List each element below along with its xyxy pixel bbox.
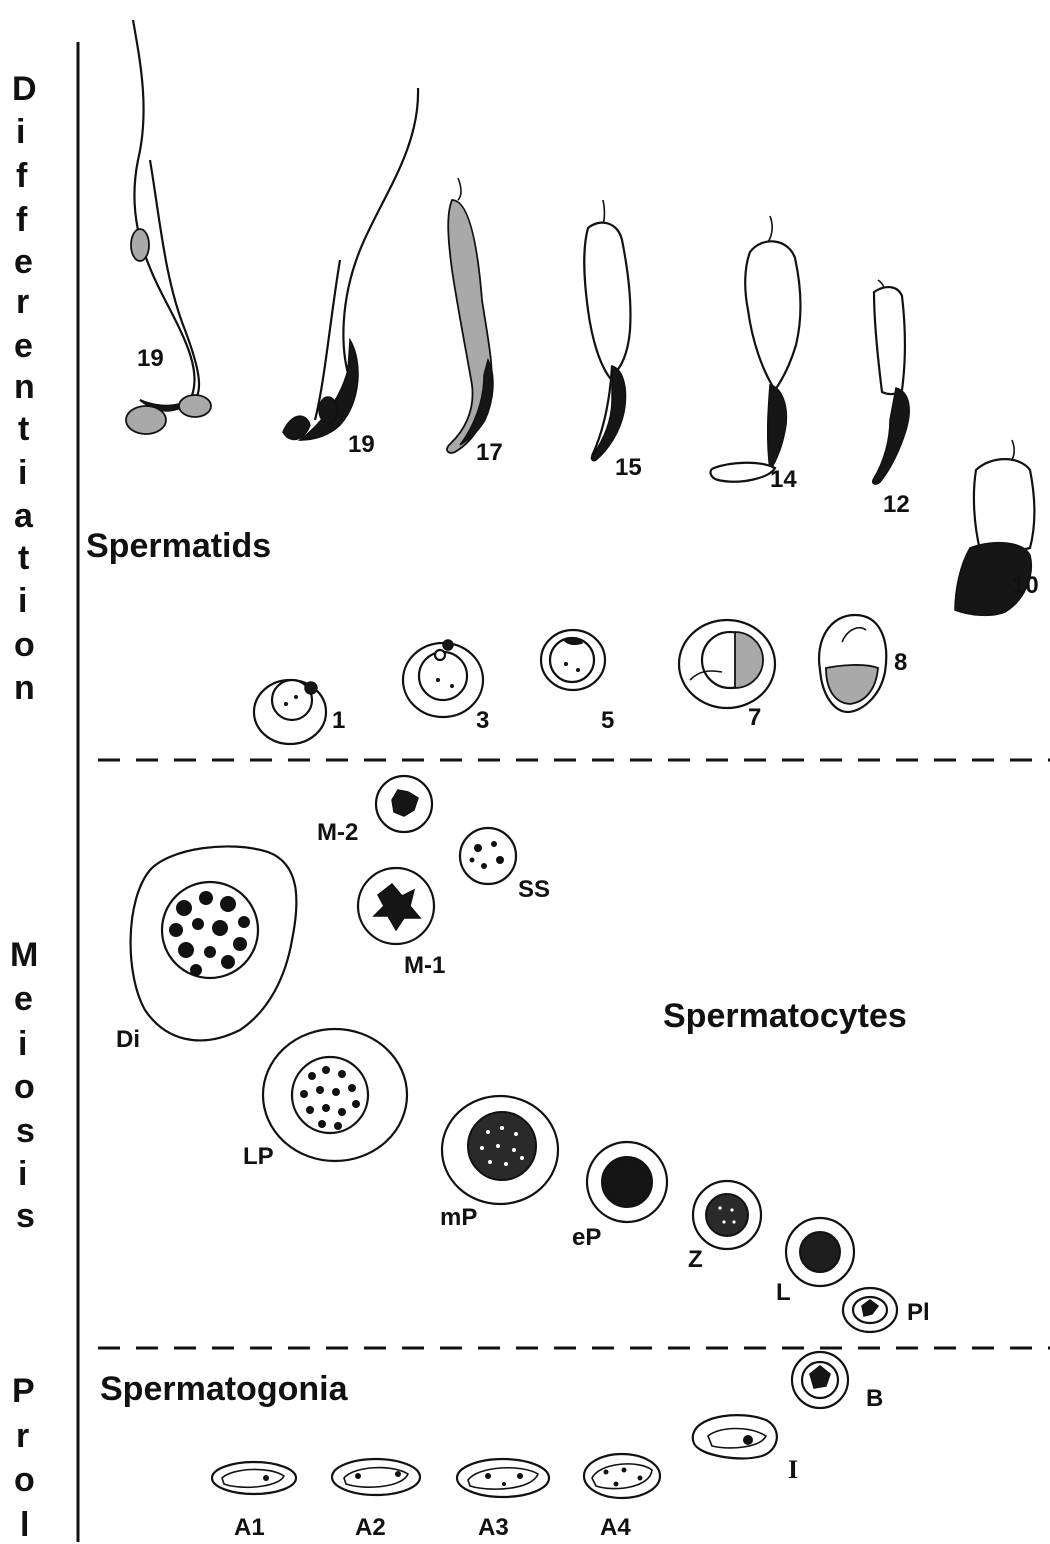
- spermatogonia-b: [792, 1352, 848, 1408]
- stage-label: L: [776, 1279, 791, 1306]
- stage-label: 17: [476, 439, 503, 466]
- spermatocyte-diplotene: [131, 846, 297, 1040]
- spermatid-stage-8: [819, 615, 886, 712]
- stage-label: mP: [440, 1204, 477, 1231]
- side-label-differentiation: D i f f e r e n t i a t i o n: [12, 70, 37, 707]
- side-letter: o: [14, 626, 35, 664]
- spermatid-stage-1: [254, 680, 326, 744]
- stage-label: LP: [243, 1143, 274, 1170]
- stage-label: 14: [770, 466, 797, 493]
- side-label-meiosis: M e i o s i s: [10, 936, 38, 1235]
- stage-label: M-2: [317, 819, 358, 846]
- stage-label: B: [866, 1385, 883, 1412]
- spermatocyte-ss: [460, 828, 516, 884]
- side-letter: f: [16, 201, 28, 239]
- side-letter: n: [14, 669, 35, 707]
- side-letter: e: [14, 980, 33, 1018]
- side-letter: r: [16, 283, 29, 321]
- stage-label: 10: [1012, 572, 1039, 599]
- stage-label: eP: [572, 1224, 601, 1251]
- group-title-spermatocytes: Spermatocytes: [663, 997, 907, 1035]
- stage-label: 7: [748, 704, 761, 731]
- spermatocyte-early-pachytene: [587, 1142, 667, 1222]
- side-letter: t: [18, 410, 29, 448]
- side-letter: a: [14, 497, 34, 535]
- spermatocyte-leptotene: [786, 1218, 854, 1286]
- stage-label: 19: [137, 345, 164, 372]
- stage-label: Di: [116, 1026, 140, 1053]
- side-letter: o: [14, 1068, 35, 1106]
- side-letter: e: [14, 327, 33, 365]
- stage-label: SS: [518, 876, 550, 903]
- spermatid-stage-19b: [283, 88, 418, 440]
- side-letter: t: [18, 539, 29, 577]
- spermatocyte-mid-pachytene: [442, 1096, 558, 1204]
- stage-label: A1: [234, 1514, 265, 1541]
- side-letter: i: [16, 113, 25, 151]
- stage-label: 5: [601, 707, 614, 734]
- spermatid-stage-15: [584, 200, 630, 461]
- spermatid-stage-7: [679, 620, 775, 708]
- group-title-spermatids: Spermatids: [86, 527, 271, 565]
- spermatid-stage-17: [447, 178, 493, 453]
- side-letter: P: [12, 1372, 35, 1410]
- stage-label: A4: [600, 1514, 631, 1541]
- side-letter: f: [16, 157, 28, 195]
- stage-label: A2: [355, 1514, 386, 1541]
- stage-label: 19: [348, 431, 375, 458]
- side-letter: M: [10, 936, 38, 974]
- stage-label: Z: [688, 1246, 703, 1273]
- stage-label: A3: [478, 1514, 509, 1541]
- stage-label: 8: [894, 649, 907, 676]
- spermatid-stage-3: [403, 640, 483, 717]
- stage-label: 1: [332, 707, 345, 734]
- spermatid-stage-12: [873, 280, 910, 484]
- spermatogonia-a4: [584, 1454, 660, 1498]
- spermatid-stage-14: [711, 216, 801, 482]
- side-letter: i: [18, 454, 27, 492]
- group-title-spermatogonia: Spermatogonia: [100, 1370, 349, 1408]
- stage-label: 15: [615, 454, 642, 481]
- side-letter: o: [14, 1461, 35, 1499]
- spermatocyte-zygotene: [693, 1181, 761, 1249]
- side-letter: s: [16, 1197, 35, 1235]
- stage-label: 12: [883, 491, 910, 518]
- side-letter: n: [14, 368, 35, 406]
- side-letter: s: [16, 1112, 35, 1150]
- spermatogonia-intermediate: [693, 1415, 777, 1458]
- side-letter: i: [18, 1155, 27, 1193]
- stage-label: Pl: [907, 1299, 930, 1326]
- spermatocyte-preleptotene: [843, 1288, 897, 1332]
- side-letter: i: [18, 1025, 27, 1063]
- side-letter: D: [12, 70, 37, 108]
- stage-label: I: [788, 1455, 798, 1484]
- spermatocyte-m1: [358, 868, 434, 944]
- spermatogonia-a3: [457, 1459, 549, 1497]
- spermatogonia-a1: [212, 1462, 296, 1494]
- stage-label: M-1: [404, 952, 445, 979]
- side-label-proliferation: P r o l: [12, 1372, 35, 1544]
- spermatocyte-late-pachytene: [263, 1029, 407, 1161]
- side-letter: r: [16, 1417, 29, 1455]
- side-letter: i: [18, 582, 27, 620]
- spermatocyte-m2: [376, 776, 432, 832]
- side-letter: l: [20, 1506, 29, 1544]
- side-letter: e: [14, 243, 33, 281]
- spermatogonia-a2: [332, 1459, 420, 1495]
- spermatid-stage-5: [541, 630, 605, 690]
- stage-label: 3: [476, 707, 489, 734]
